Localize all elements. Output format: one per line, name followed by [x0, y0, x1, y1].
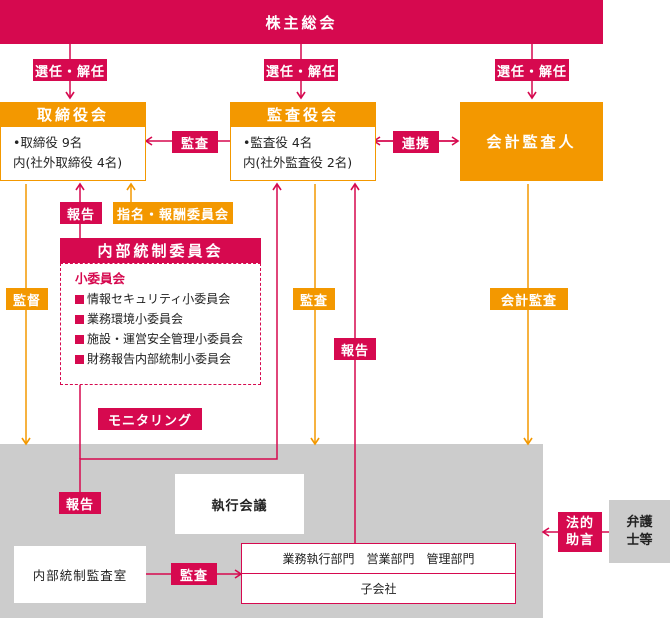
- accounting-audit-tag: 会計監査: [490, 288, 568, 310]
- executive-meeting: 執行会議: [175, 474, 304, 534]
- internal-control-committee-body: 小委員会 情報セキュリティ小委員会 業務環境小委員会 施設・運営安全管理小委員会…: [60, 263, 261, 385]
- audit-tag-board: 監査: [172, 131, 218, 153]
- board-line1: •取締役 9名: [13, 135, 83, 150]
- auditors-title: 監査役会: [230, 102, 376, 126]
- appoint-dismiss-tag-auditors: 選任・解任: [264, 59, 338, 81]
- auditors-line1: •監査役 4名: [243, 135, 313, 150]
- shareholders-meeting: 株主総会: [0, 0, 603, 44]
- appoint-dismiss-tag-accounting: 選任・解任: [495, 59, 569, 81]
- lawyers: 弁護士等: [609, 500, 670, 563]
- internal-audit-office: 内部統制監査室: [14, 546, 146, 603]
- legal-advice-label: 法的助言: [565, 516, 594, 548]
- audit-tag-auditors: 監査: [293, 288, 335, 310]
- subcommittee-item: 財務報告内部統制小委員会: [75, 349, 260, 369]
- subcommittee-item: 業務環境小委員会: [75, 309, 260, 329]
- internal-control-committee-title: 内部統制委員会: [60, 238, 261, 263]
- departments: 業務執行部門 営業部門 管理部門: [242, 544, 515, 574]
- accounting-auditor: 会計監査人: [460, 102, 603, 181]
- auditors-body: •監査役 4名 内(社外監査役 2名): [230, 126, 376, 181]
- report-tag-audit-office: 報告: [59, 492, 101, 514]
- cooperation-tag: 連携: [393, 131, 439, 153]
- board-title: 取締役会: [0, 102, 146, 126]
- supervision-tag: 監督: [6, 288, 48, 310]
- legal-advice-tag: 法的助言: [558, 512, 602, 552]
- report-tag-departments: 報告: [334, 338, 376, 360]
- lawyers-label: 弁護士等: [626, 514, 653, 548]
- nomination-compensation-committee: 指名・報酬委員会: [113, 202, 233, 224]
- monitoring-tag: モニタリング: [98, 408, 202, 430]
- subsidiaries: 子会社: [360, 582, 397, 596]
- business-units: 業務執行部門 営業部門 管理部門 子会社: [241, 543, 516, 604]
- board-line2: 内(社外取締役 4名): [13, 155, 123, 170]
- subcommittee-heading: 小委員会: [75, 271, 126, 286]
- board-body: •取締役 9名 内(社外取締役 4名): [0, 126, 146, 181]
- subcommittee-item: 施設・運営安全管理小委員会: [75, 329, 260, 349]
- subcommittee-item: 情報セキュリティ小委員会: [75, 289, 260, 309]
- auditors-line2: 内(社外監査役 2名): [243, 155, 353, 170]
- audit-tag-audit-office: 監査: [171, 563, 217, 585]
- appoint-dismiss-tag-board: 選任・解任: [33, 59, 107, 81]
- report-tag-committee: 報告: [60, 202, 102, 224]
